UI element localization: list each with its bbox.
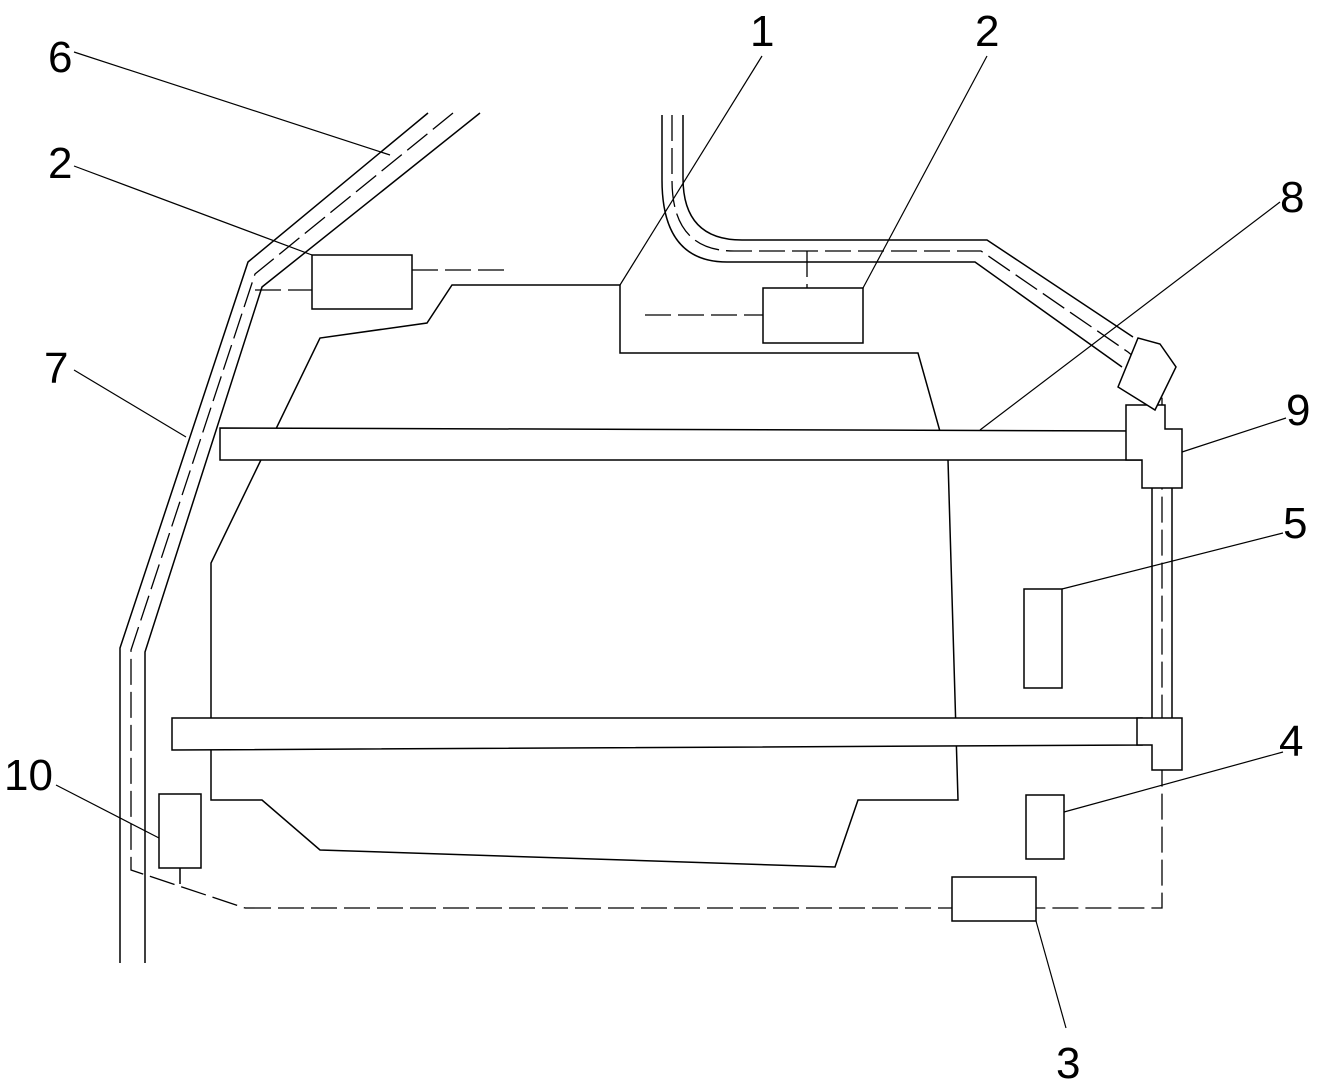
label-10: 10 bbox=[4, 751, 53, 800]
left-pipe-outer-rail bbox=[119, 112, 429, 963]
label-8: 8 bbox=[1280, 173, 1304, 222]
label-9: 9 bbox=[1286, 386, 1310, 435]
label-2-left: 2 bbox=[48, 139, 72, 188]
leader-6 bbox=[73, 51, 391, 156]
box-5[interactable] bbox=[1023, 588, 1063, 689]
leader-10 bbox=[55, 784, 160, 839]
reference-numerals: 1 2 6 2 8 7 9 5 4 10 3 bbox=[4, 7, 1310, 1088]
lower-connector[interactable] bbox=[1136, 717, 1183, 771]
leader-2-left bbox=[73, 165, 313, 256]
left-pipe-inner-rail bbox=[144, 112, 481, 963]
leader-2-right bbox=[862, 55, 988, 289]
label-3: 3 bbox=[1056, 1039, 1080, 1088]
label-1: 1 bbox=[750, 7, 774, 56]
leader-5 bbox=[1061, 532, 1284, 590]
nozzle-head[interactable] bbox=[1117, 337, 1177, 412]
label-4: 4 bbox=[1279, 717, 1303, 766]
top-right-pipe-outer-rail bbox=[661, 115, 1123, 368]
label-2-right: 2 bbox=[975, 7, 999, 56]
component-2-right bbox=[645, 251, 864, 344]
top-right-pipe bbox=[661, 115, 1163, 909]
box-4[interactable] bbox=[1025, 794, 1065, 860]
upper-connector[interactable] bbox=[1125, 404, 1183, 489]
box-10[interactable] bbox=[158, 793, 202, 869]
leader-8 bbox=[979, 201, 1281, 431]
component-2-left bbox=[255, 254, 506, 310]
lower-rail bbox=[171, 717, 1143, 751]
right-vertical-tube bbox=[1151, 488, 1173, 720]
right-box[interactable] bbox=[762, 287, 864, 344]
top-right-pipe-centerline bbox=[671, 115, 1163, 909]
box-3[interactable] bbox=[951, 876, 1037, 922]
leader-lines bbox=[55, 51, 1287, 1029]
leader-9 bbox=[1181, 417, 1287, 453]
label-7: 7 bbox=[44, 344, 68, 393]
leader-4 bbox=[1063, 751, 1284, 813]
label-6: 6 bbox=[48, 33, 72, 82]
leader-7 bbox=[73, 369, 187, 438]
leader-3 bbox=[1035, 920, 1067, 1029]
left-pipe bbox=[119, 112, 481, 963]
label-5: 5 bbox=[1283, 499, 1307, 548]
leader-1 bbox=[619, 55, 763, 286]
upper-rail bbox=[219, 427, 1143, 461]
left-pipe-centerline bbox=[130, 112, 454, 909]
main-body-outline bbox=[210, 284, 959, 868]
left-box[interactable] bbox=[311, 254, 413, 310]
top-right-pipe-inner-rail bbox=[682, 115, 1134, 338]
